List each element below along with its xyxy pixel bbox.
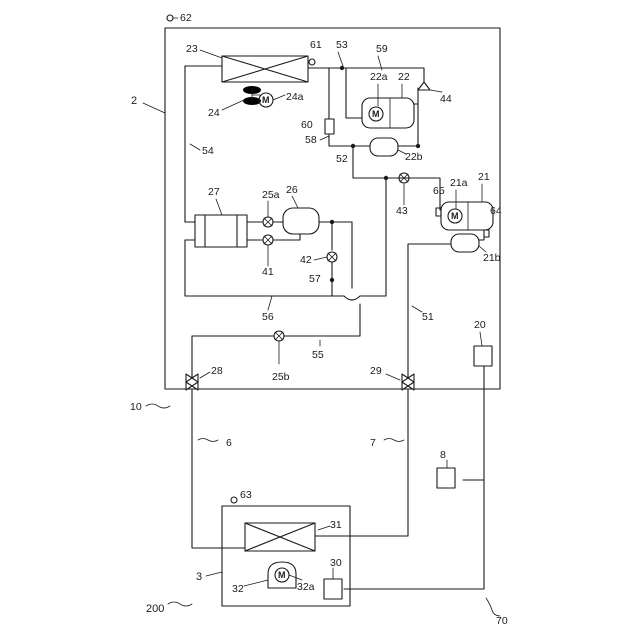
pipe-7 xyxy=(344,390,408,536)
sensor-61 xyxy=(309,59,315,65)
svg-text:M: M xyxy=(372,109,380,119)
label-41: 41 xyxy=(262,266,274,278)
label-44: 44 xyxy=(440,93,452,105)
label-29: 29 xyxy=(370,365,382,377)
pipe-22b-return xyxy=(398,104,418,146)
label-58: 58 xyxy=(305,134,317,146)
svg-text:M: M xyxy=(451,211,459,221)
label-65: 65 xyxy=(433,185,445,197)
label-56: 56 xyxy=(262,311,274,323)
label-54: 54 xyxy=(202,145,214,157)
label-51: 51 xyxy=(422,311,434,323)
label-62: 62 xyxy=(180,12,192,24)
sensor-63 xyxy=(231,497,237,503)
label-61: 61 xyxy=(310,39,322,51)
label-28: 28 xyxy=(211,365,223,377)
label-30: 30 xyxy=(330,557,342,569)
receiver-26 xyxy=(283,208,319,234)
label-55: 55 xyxy=(312,349,324,361)
controller-20 xyxy=(474,346,492,366)
leader-10 xyxy=(146,404,170,408)
valve-42 xyxy=(327,252,337,262)
accumulator-22b xyxy=(370,138,398,156)
label-42: 42 xyxy=(300,254,312,266)
label-23: 23 xyxy=(186,43,198,55)
label-31: 31 xyxy=(330,519,342,531)
filter-60 xyxy=(325,119,334,134)
pipe-55 xyxy=(192,336,274,378)
indoor-fan-32: M xyxy=(268,562,296,588)
label-22: 22 xyxy=(398,71,410,83)
svg-text:M: M xyxy=(262,95,270,105)
label-59: 59 xyxy=(376,43,388,55)
label-27: 27 xyxy=(208,186,220,198)
label-52: 52 xyxy=(336,153,348,165)
label-21b: 21b xyxy=(483,252,501,264)
heat-exchanger-27 xyxy=(195,215,247,247)
heat-exchanger-23 xyxy=(222,56,308,82)
expansion-valve-25b xyxy=(274,331,284,341)
sensor-64 xyxy=(484,230,489,237)
heat-exchanger-31 xyxy=(245,523,315,551)
compressor-22: M xyxy=(362,98,414,128)
label-21: 21 xyxy=(478,171,490,183)
leader-2 xyxy=(143,103,165,113)
label-25b: 25b xyxy=(272,371,290,383)
label-53: 53 xyxy=(336,39,348,51)
check-valve-44 xyxy=(418,82,430,90)
compressor-21: M xyxy=(441,202,493,230)
label-24: 24 xyxy=(208,107,220,119)
valve-41 xyxy=(263,235,273,245)
label-20: 20 xyxy=(474,319,486,331)
label-64: 64 xyxy=(490,205,502,217)
label-26: 26 xyxy=(286,184,298,196)
pipe-6 xyxy=(192,390,222,548)
outdoor-unit-enclosure xyxy=(165,28,500,389)
signal-line-70 xyxy=(344,366,484,589)
leader-23 xyxy=(200,50,222,58)
label-32a: 32a xyxy=(297,581,315,593)
label-57: 57 xyxy=(309,273,321,285)
label-25a: 25a xyxy=(262,189,280,201)
label-7: 7 xyxy=(370,437,376,449)
label-10: 10 xyxy=(130,401,142,413)
label-6: 6 xyxy=(226,437,232,449)
fan-motor-24a: M xyxy=(259,93,273,107)
label-22a: 22a xyxy=(370,71,388,83)
pipe-crossover xyxy=(344,296,360,300)
pipe-52 xyxy=(353,146,440,210)
pipe-58-low xyxy=(329,134,370,146)
label-32: 32 xyxy=(232,583,244,595)
label-60: 60 xyxy=(301,119,313,131)
remote-controller-8 xyxy=(437,468,455,488)
label-8: 8 xyxy=(440,449,446,461)
label-21a: 21a xyxy=(450,177,468,189)
label-43: 43 xyxy=(396,205,408,217)
label-200: 200 xyxy=(146,603,164,615)
label-24a: 24a xyxy=(286,91,304,103)
accumulator-21b xyxy=(451,234,479,252)
indoor-controller-30 xyxy=(324,579,342,599)
label-63: 63 xyxy=(240,489,252,501)
label-22b: 22b xyxy=(405,151,423,163)
fan-24 xyxy=(243,86,261,105)
pipe-22-discharge xyxy=(342,68,362,118)
pipe-22-outlet xyxy=(414,88,418,104)
label-70: 70 xyxy=(496,615,508,627)
expansion-valve-25a xyxy=(263,217,273,227)
label-2: 2 xyxy=(131,95,137,107)
svg-text:M: M xyxy=(278,570,286,580)
sensor-62 xyxy=(167,15,178,21)
label-3: 3 xyxy=(196,571,202,583)
